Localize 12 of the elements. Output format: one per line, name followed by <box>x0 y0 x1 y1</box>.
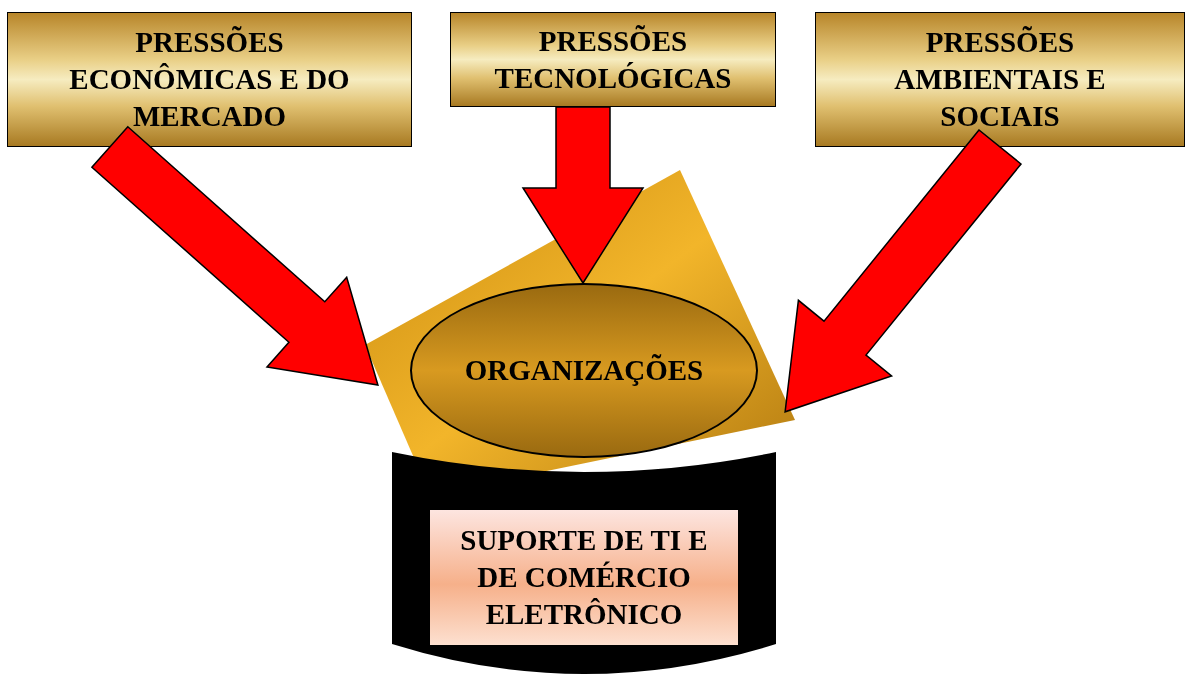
block-arrow <box>90 125 379 387</box>
node-label: ORGANIZAÇÕES <box>464 353 704 388</box>
block-arrow <box>784 128 1023 413</box>
block-arrow <box>521 106 645 285</box>
pressure-box <box>815 12 1185 147</box>
node-label: SUPORTE DE TI E DE COMÉRCIO ELETRÔNICO <box>460 523 708 632</box>
pressure-box <box>450 12 776 107</box>
node-label: PRESSÕES AMBIENTAIS E SOCIAIS <box>893 25 1107 134</box>
node-label: PRESSÕES ECONÔMICAS E DO MERCADO <box>68 25 351 134</box>
text-panel <box>430 510 738 645</box>
pressure-box <box>7 12 412 147</box>
node-label: PRESSÕES TECNOLÓGICAS <box>493 23 733 96</box>
